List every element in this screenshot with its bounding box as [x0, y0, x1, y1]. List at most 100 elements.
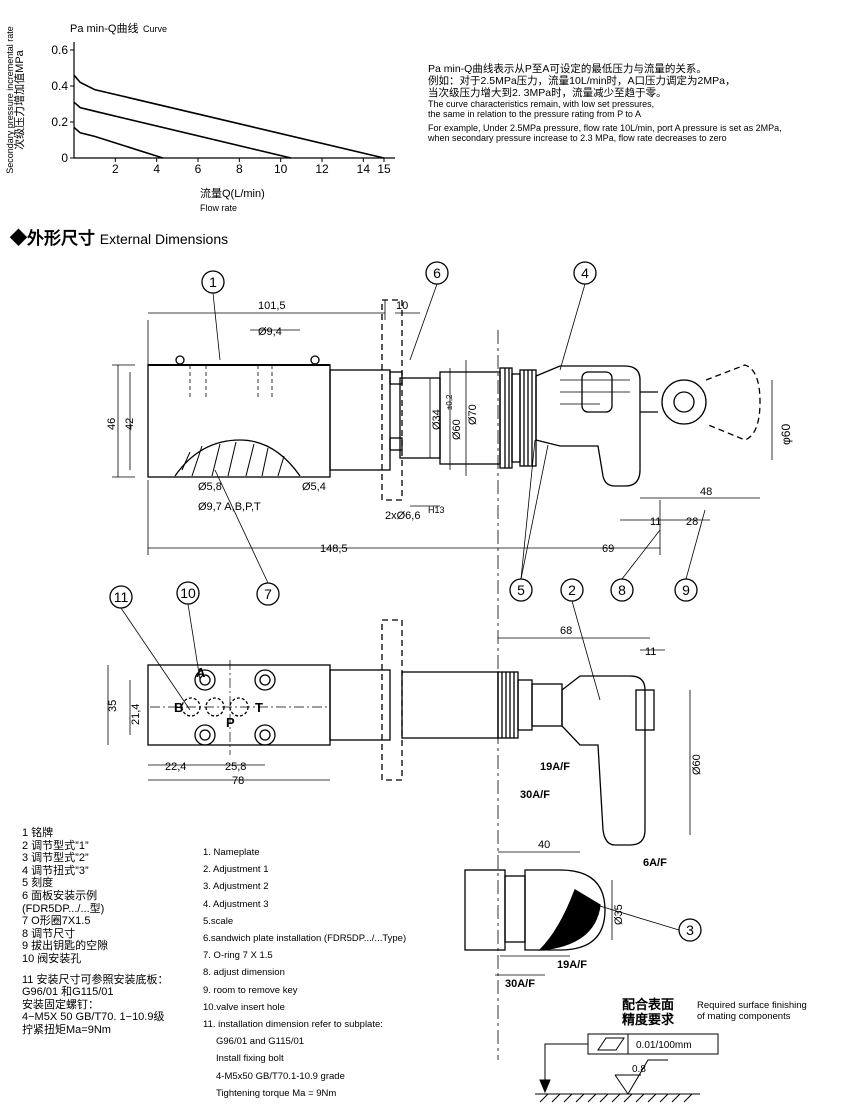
chart-series: [73, 74, 385, 159]
svg-text:1: 1: [209, 274, 217, 290]
surface-symbol: [535, 1033, 719, 1103]
dim-9-7: Ø9,7 A,B,P,T: [198, 501, 261, 513]
legend-cn-item: (FDR5DP.../...型): [22, 902, 105, 915]
section-title-en: External Dimensions: [99, 231, 229, 247]
detail-view: [464, 851, 613, 976]
chart-title: Pa min-Q曲线: [70, 21, 138, 35]
dim-46: 46: [106, 418, 118, 430]
dim-30af-b: 30A/F: [505, 978, 535, 990]
port-a-label: A: [196, 665, 206, 680]
callout-labels: 1 6 4 7 5 8 9 11 10 2 3: [114, 265, 694, 938]
dim-10: 10: [396, 300, 408, 312]
legend-en: 1. Nameplate 2. Adjustment 1 3. Adjustme…: [203, 844, 406, 1102]
y-tick-label: 0.2: [51, 115, 68, 129]
dim-19af: 19A/F: [540, 761, 570, 773]
dim-60-tol: Ø60: [451, 419, 463, 440]
dim-11b: 11: [645, 646, 656, 658]
desc-en-3: For example, Under 2.5MPa pressure, flow…: [428, 123, 782, 133]
port-b-label: B: [174, 700, 183, 715]
svg-text:10: 10: [180, 585, 196, 601]
dim-h13: H13: [428, 505, 445, 515]
front-view: [147, 619, 655, 846]
dim-35b: Ø35: [613, 904, 625, 925]
legend-en-item: 11. installation dimension refer to subp…: [203, 1019, 383, 1031]
legend-cn-extra: 4−M5X 50 GB/T70. 1−10.9级: [22, 1011, 165, 1024]
x-tick-label: 12: [315, 162, 329, 176]
legend-en-item: 1. Nameplate: [203, 847, 260, 858]
legend-cn-item: 8 调节尺寸: [22, 927, 76, 940]
dim-11a: 11: [650, 516, 661, 528]
dim-78: 78: [232, 775, 244, 787]
dim-69: 69: [602, 543, 614, 555]
legend-cn-item: 10 阀安装孔: [22, 952, 82, 965]
curve-line-1: [73, 74, 385, 159]
svg-text:8: 8: [618, 582, 626, 598]
legend-en-item: 9. room to remove key: [203, 984, 298, 996]
svg-text:11: 11: [114, 589, 129, 605]
adapter-block: [329, 369, 391, 471]
dim-35: 35: [107, 700, 119, 712]
legend-cn-extra: G96/01 和G115/01: [22, 986, 114, 999]
legend-en-item: 2. Adjustment 1: [203, 864, 269, 876]
desc-en-2: the same in relation to the pressure rat…: [428, 109, 641, 119]
dim-21-4: 21,4: [130, 704, 142, 725]
legend-cn-item: 3 调节型式”2”: [22, 852, 89, 865]
desc-cn-3: 当次级压力增大到2. 3MPa时，流量减少至趋于零。: [428, 87, 667, 99]
svg-text:2: 2: [568, 582, 576, 598]
legend-en-item: 8. adjust dimension: [203, 967, 285, 979]
legend-cn-item: 1 铭牌: [22, 827, 54, 839]
svg-text:9: 9: [682, 582, 690, 598]
chart-title-en: Curve: [143, 24, 167, 34]
legend-cn-extra: 安装固定螺钉：: [22, 998, 99, 1011]
section-marker: ◆: [10, 229, 27, 248]
top-dimensions: [112, 300, 773, 555]
dim-70: Ø70: [467, 404, 479, 425]
legend-en-item: 10.valve insert hole: [203, 1001, 285, 1013]
chart-ylabel-cn: 次级压力增加值MPa: [12, 49, 26, 149]
dim-5-4: Ø5,4: [302, 481, 326, 493]
legend-en-item: 6.sandwich plate installation (FDR5DP...…: [203, 933, 407, 945]
svg-text:6: 6: [433, 265, 441, 281]
surface-label-en: Required surface finishing of mating com…: [697, 1000, 807, 1022]
callouts-top: [109, 261, 702, 942]
dim-phi60: φ60: [779, 424, 793, 445]
roughness-value: 0.8: [632, 1064, 646, 1075]
legend-cn-item: 6 面板安装示例: [22, 889, 98, 902]
x-tick-label: 15: [377, 162, 391, 176]
curve-line-3: [73, 126, 164, 159]
legend-cn-extra: 11 安装尺寸可参照安装底板：: [22, 973, 169, 986]
y-tick-label: 0: [61, 151, 68, 165]
dim-9-4: Ø9,4: [258, 326, 282, 338]
detail-dimension-texts: 40 6A/F Ø35 19A/F 30A/F: [505, 839, 667, 990]
svg-text:7: 7: [264, 586, 272, 602]
dim-60b: Ø60: [691, 754, 703, 775]
dim-30af: 30A/F: [520, 789, 550, 801]
legend-cn: 1 铭牌 2 调节型式”1” 3 调节型式”2” 4 调节扭式”3” 5 刻度 …: [22, 827, 168, 1037]
dim-34: Ø34: [431, 409, 443, 430]
legend-en-item: 4-M5x50 GB/T70.1-10.9 grade: [216, 1070, 345, 1082]
front-dimensions: [107, 637, 691, 835]
dim-28: 28: [686, 516, 698, 528]
chart-ylabel-en: Secondary pressure incremental rate: [5, 26, 15, 174]
legend-en-item: 3. Adjustment 2: [203, 881, 269, 893]
legend-en-item: Tightening torque Ma = 9Nm: [216, 1087, 337, 1099]
x-tick-label: 4: [153, 162, 160, 176]
dim-5-8: Ø5,8: [198, 481, 222, 493]
dim-25-8: 25,8: [225, 761, 246, 773]
port-p-label: P: [226, 715, 235, 730]
dim-40: 40: [538, 839, 550, 851]
dim-148-5: 148,5: [320, 543, 348, 555]
chart-xlabel-en: Flow rate: [200, 203, 237, 213]
x-tick-label: 8: [236, 162, 243, 176]
svg-text:5: 5: [517, 582, 525, 598]
section-title: ◆外形尺寸 External Dimensions: [10, 224, 228, 249]
legend-en-item: 4. Adjustment 3: [203, 898, 269, 910]
top-view: [147, 299, 761, 1060]
flatness-value: 0.01/100mm: [636, 1040, 692, 1051]
x-tick-label: 6: [195, 162, 202, 176]
dim-19af-b: 19A/F: [557, 959, 587, 971]
legend-cn-item: 7 O形圈7X1.5: [22, 915, 91, 928]
front-dimension-texts: 35 21,4 22,4 25,8 78 68 11 19A/F 30A/F Ø…: [107, 625, 703, 801]
top-dimension-texts: 101,5 Ø9,4 10 46 42 Ø34 Ø60 ±0,2 Ø70 φ60…: [106, 300, 793, 555]
y-tick-label: 0.4: [51, 79, 68, 93]
